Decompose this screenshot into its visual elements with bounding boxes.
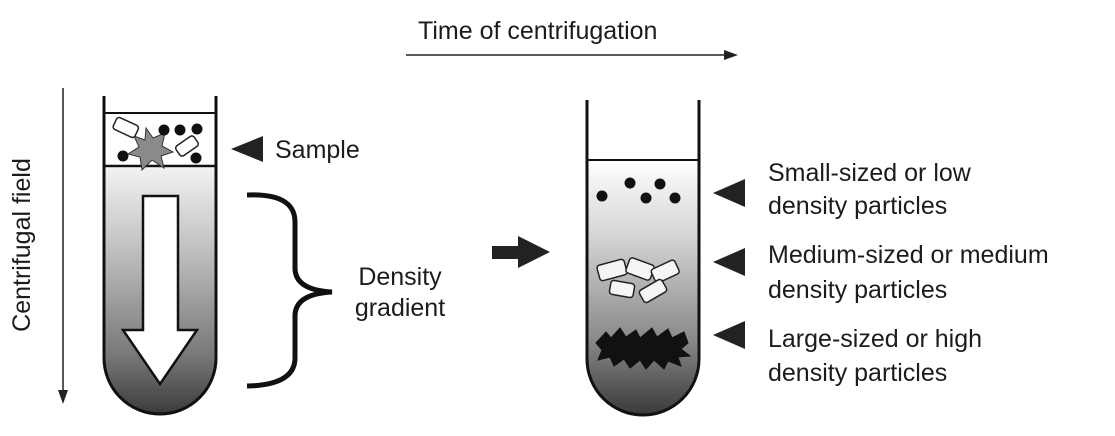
time-of-centrifugation-label: Time of centrifugation: [418, 17, 658, 45]
band2-label-line2: density particles: [768, 276, 948, 304]
sample-pointer-icon: [231, 136, 263, 162]
band3-label-line2: density particles: [768, 359, 948, 387]
band3-label-line1: Large-sized or high: [768, 325, 983, 353]
density-gradient-label-line2: gradient: [354, 294, 446, 322]
transition-arrow: [492, 236, 550, 268]
sample-label: Sample: [275, 136, 360, 164]
left-tube: [102, 96, 218, 416]
sedimentation-arrow: [120, 194, 200, 387]
medium-particle-band: [596, 257, 680, 304]
gradient-brace: [246, 192, 333, 389]
band3-pointer-icon: [713, 321, 745, 349]
band2-pointer-icon: [713, 248, 745, 276]
centrifugal-field-label: Centrifugal field: [8, 158, 36, 332]
band1-label-line1: Small-sized or low: [768, 159, 971, 187]
small-particle-band: [596, 177, 681, 204]
sample-particles: [112, 116, 203, 172]
band1-label-line2: density particles: [768, 192, 948, 220]
band1-pointer-icon: [713, 179, 745, 207]
time-arrow: [406, 50, 738, 60]
density-gradient-label-line1: Density: [358, 263, 442, 291]
large-particle-band: [595, 327, 692, 370]
centrifugal-field-arrow: [58, 88, 68, 404]
band2-label-line1: Medium-sized or medium: [768, 241, 1049, 269]
right-tube: [585, 100, 701, 417]
